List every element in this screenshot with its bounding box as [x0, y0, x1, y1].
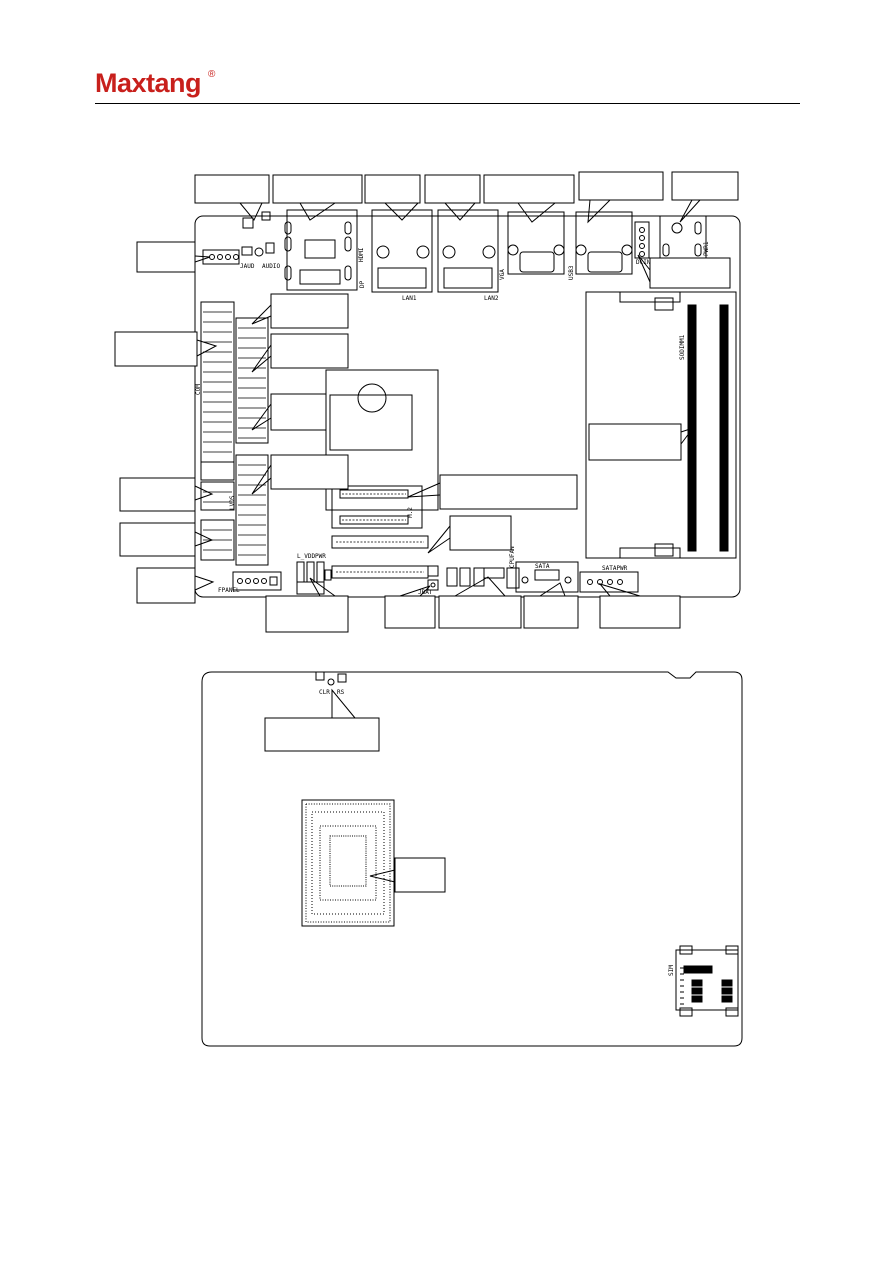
cpufan-header: [483, 567, 505, 579]
lan1-connector: [371, 209, 433, 293]
label-cpufan: CPUFAN: [509, 546, 516, 568]
lpc-header: [235, 454, 269, 566]
sim-slot: [675, 949, 739, 1011]
m2-slot: [331, 485, 423, 529]
label-rs: RS: [337, 689, 345, 696]
label-vga: VGA: [499, 269, 506, 280]
leader-lines-bottom: [331, 688, 396, 883]
hdmi-dp-connector: [286, 209, 358, 291]
label-jbat: JBAT: [418, 589, 433, 596]
label-lvdspwr: L_VDDPWR: [297, 553, 326, 560]
rear-io: [241, 209, 707, 293]
label-audio: AUDIO: [262, 263, 280, 270]
label-usb: USB3: [568, 265, 575, 280]
label-lvds: LVDS: [229, 495, 236, 510]
brand-logo: Maxtang: [95, 68, 202, 98]
header-rule: [95, 103, 800, 104]
label-sata: SATA: [535, 563, 550, 570]
bottom-board: [201, 671, 743, 1047]
satapwr-header: [579, 571, 639, 593]
gpio-header: [235, 317, 269, 444]
label-lan2: LAN2: [484, 295, 499, 302]
header-pins: [203, 311, 424, 573]
label-dp: DP: [359, 280, 366, 288]
fpanel-header: [232, 571, 282, 591]
label-satapwr: SATAPWR: [602, 565, 628, 572]
label-sodimm: SODIMM1: [679, 334, 686, 360]
callouts-top: [114, 171, 739, 633]
dcin-header: [634, 221, 650, 259]
label-com: COM: [195, 384, 202, 395]
registered-mark: ®: [208, 69, 216, 80]
label-clr: CLR: [319, 689, 330, 696]
lvds-header-left: [200, 481, 235, 511]
label-fpanel: FPANEL: [218, 587, 240, 594]
vga-connector: [507, 211, 565, 275]
label-lan1: LAN1: [402, 295, 417, 302]
leader-lines-top: [194, 199, 701, 597]
label-sim: SIM: [668, 965, 675, 976]
label-m2: M.2: [407, 507, 414, 518]
bottom-board-outline: [201, 671, 743, 1047]
jbat-header: [427, 579, 439, 591]
lan2-connector: [437, 209, 499, 293]
label-pwr1: PWR1: [703, 241, 710, 256]
cpu-area: [325, 369, 439, 511]
label-hdmi: HDMI: [358, 247, 365, 262]
label-jaud: JAUD: [240, 263, 255, 270]
usb-connector: [575, 211, 633, 275]
soc-bga: [301, 799, 395, 927]
callouts-bottom: [264, 717, 446, 893]
